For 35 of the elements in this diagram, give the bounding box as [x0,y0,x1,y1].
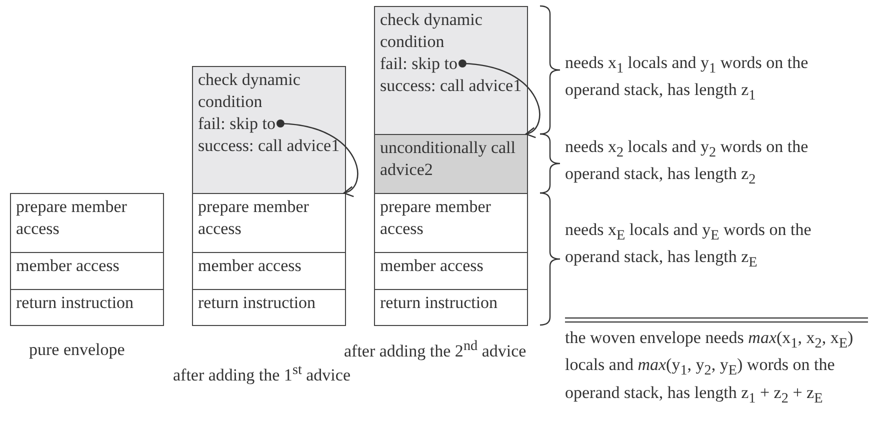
instruction-text: fail: skip to [380,54,458,73]
caption: after adding the 2$^{nd}$ advice [344,337,528,362]
instruction-text: return instruction [198,293,316,312]
instruction-text: success: call advice1 [198,136,340,155]
instruction-text: member access [16,256,120,275]
instruction-text: return instruction [16,293,134,312]
instruction-box [10,289,164,326]
instruction-box [374,289,528,326]
instruction-box [192,289,346,326]
instruction-box [10,193,164,253]
instruction-text: unconditionally call advice2 [380,138,516,179]
instruction-text: member access [380,256,484,275]
instruction-box [374,252,528,290]
instruction-box [192,66,346,194]
note-text: needs x$_{1}$ locals and y$_{1}$ words on the operand stack, has length z$_{1}$ [565,52,810,106]
instruction-box [192,193,346,253]
instruction-box [192,252,346,290]
instruction-box [10,252,164,290]
instruction-text: prepare member access [16,197,127,238]
instruction-text: return instruction [380,293,498,312]
instruction-text: prepare member access [380,197,491,238]
caption: pure envelope [29,339,126,360]
note-text: needs x$_{E}$ locals and y$_{E}$ words on the operand stack, has length z$_{E}$ [565,219,812,273]
instruction-text: success: call advice1 [380,76,522,95]
instruction-text: prepare member access [198,197,309,238]
arrow [458,60,540,136]
note-text: the woven envelope needs max(x$_{1}$, x$_{2}$, x$_{E}$) locals and max(y$_{1}$, y$_{2}$, y$_{E}$) words on the operand stack, has length z$_{1}$ + z$_{2}$ + z$_{E}$ [565,327,854,408]
instruction-box [374,193,528,253]
arrow [276,120,358,196]
note-text: needs x$_{2}$ locals and y$_{2}$ words on the operand stack, has length z$_{2}$ [565,136,810,190]
instruction-box [374,6,528,135]
instruction-text: member access [198,256,302,275]
instruction-box [374,134,528,194]
caption: after adding the 1$^{st}$ advice [173,361,352,386]
instruction-text: fail: skip to [198,114,276,133]
